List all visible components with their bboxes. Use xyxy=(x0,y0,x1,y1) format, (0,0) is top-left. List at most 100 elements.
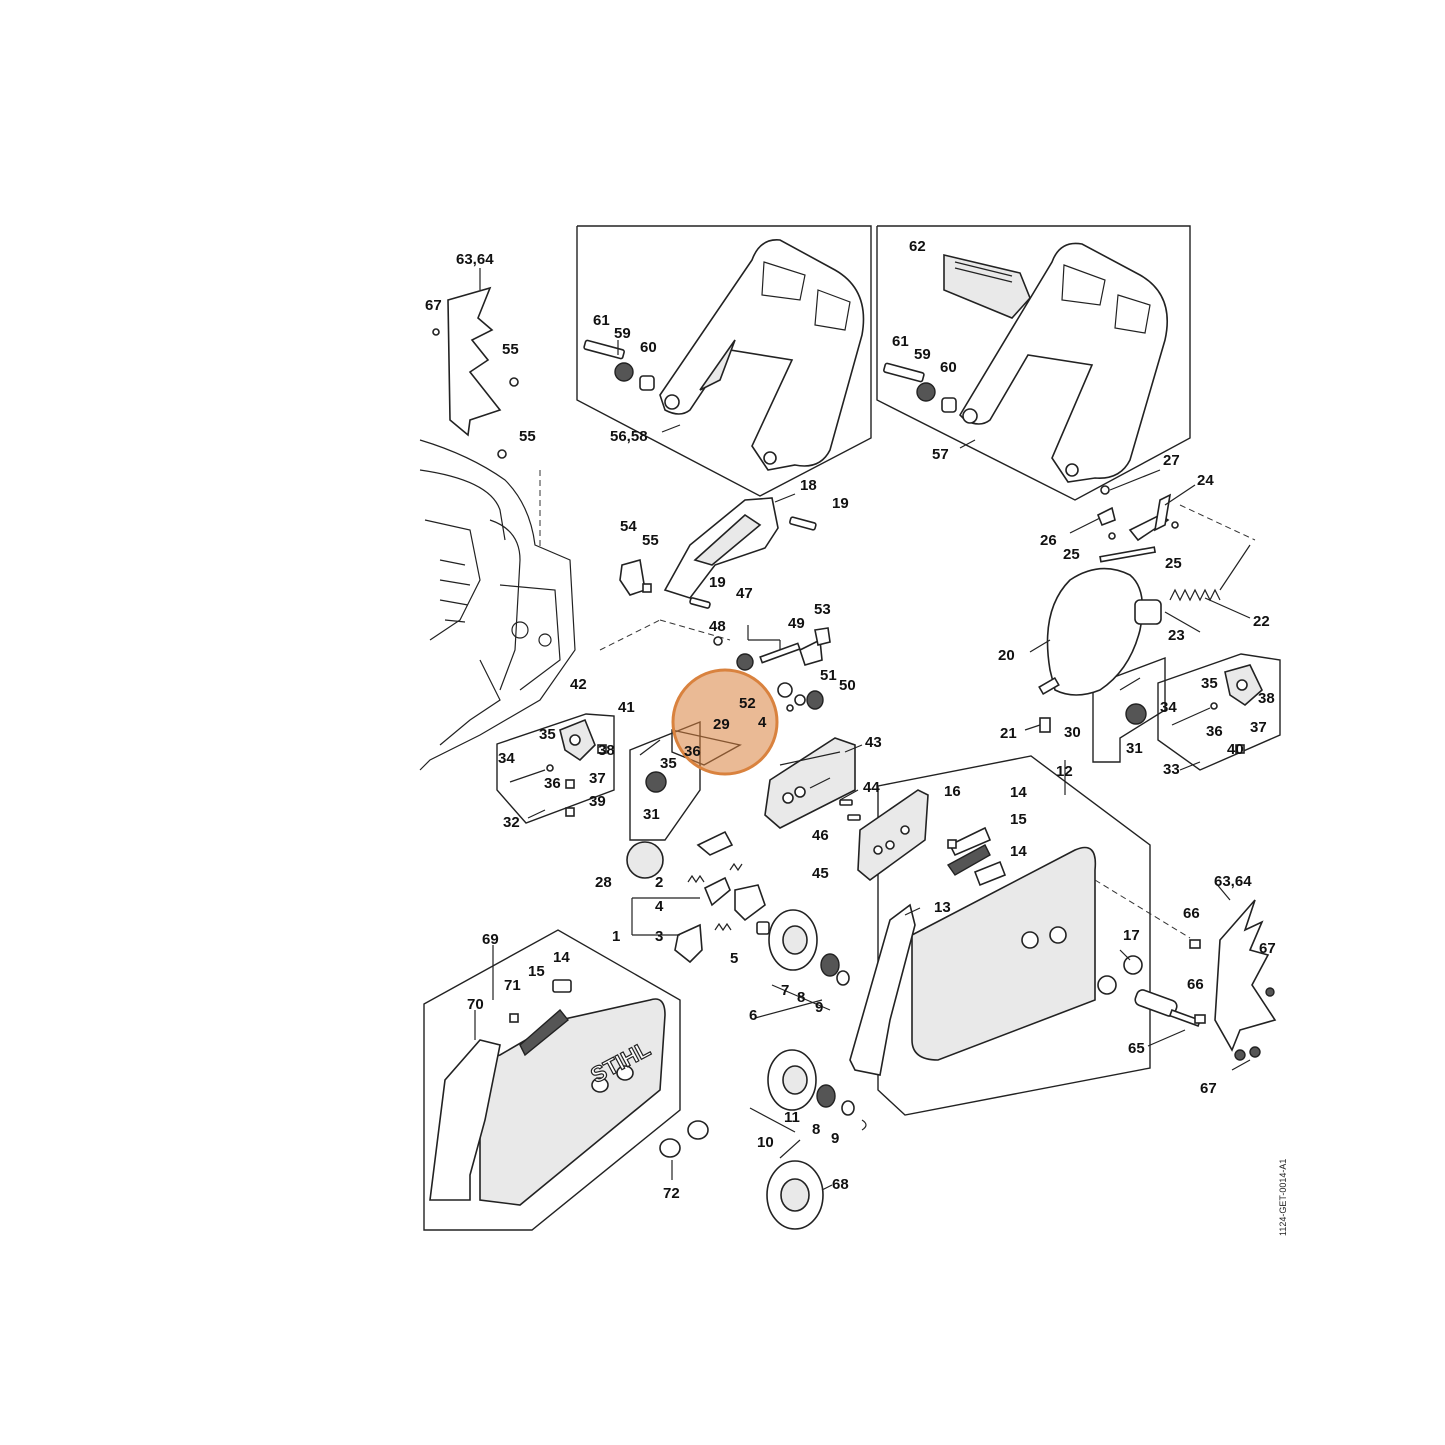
label-14: 14 xyxy=(1010,843,1027,860)
spring-22 xyxy=(1169,544,1251,602)
sprocket-68 xyxy=(766,1160,824,1230)
label-51: 51 xyxy=(820,667,837,684)
label-15: 15 xyxy=(1010,811,1027,828)
label-4: 4 xyxy=(655,898,664,915)
group-box-chain-tensioner xyxy=(496,713,615,824)
label-7: 7 xyxy=(781,982,789,999)
guide-plate-43 xyxy=(764,737,856,829)
label-42: 42 xyxy=(570,676,587,693)
label-5: 5 xyxy=(730,950,738,967)
label-67: 67 xyxy=(1200,1080,1217,1097)
label-72: 72 xyxy=(663,1185,680,1202)
oil-pump-31-a xyxy=(639,739,667,793)
label-46: 46 xyxy=(812,827,829,844)
sprocket-cover-69: STIHL xyxy=(429,979,666,1206)
group-box-sprocket-cover-alt xyxy=(423,929,681,1231)
label-39: 39 xyxy=(589,793,606,810)
label-28: 28 xyxy=(595,874,612,891)
label-36: 36 xyxy=(544,775,561,792)
group-box-handguard-with-brake xyxy=(876,225,1191,501)
label-71: 71 xyxy=(504,977,521,994)
label-59: 59 xyxy=(614,325,631,342)
label-49: 49 xyxy=(788,615,805,632)
label-55: 55 xyxy=(519,428,536,445)
label-50: 50 xyxy=(839,677,856,694)
label-17: 17 xyxy=(1123,927,1140,944)
label-66: 66 xyxy=(1187,976,1204,993)
label-10: 10 xyxy=(757,1134,774,1151)
label-4: 4 xyxy=(758,714,767,731)
label-26: 26 xyxy=(1040,532,1057,549)
label-38: 38 xyxy=(598,742,615,759)
label-25: 25 xyxy=(1165,555,1182,572)
label-45: 45 xyxy=(812,865,829,882)
label-1: 1 xyxy=(612,928,620,945)
label-32: 32 xyxy=(503,814,520,831)
label-18: 18 xyxy=(800,477,817,494)
label-37: 37 xyxy=(1250,719,1267,736)
label-47: 47 xyxy=(736,585,753,602)
spike-bumper-right xyxy=(1134,899,1277,1061)
rim-sprocket-6 xyxy=(754,909,850,1019)
bolt-61-a xyxy=(583,339,625,360)
label-24: 24 xyxy=(1197,472,1214,489)
drawing-code: 1124-GET-0014-A1 xyxy=(1278,1159,1288,1236)
label-54: 54 xyxy=(620,518,637,535)
label-9: 9 xyxy=(831,1130,839,1147)
label-13: 13 xyxy=(934,899,951,916)
label-27: 27 xyxy=(1163,452,1180,469)
part-54 xyxy=(619,558,652,596)
label-20: 20 xyxy=(998,647,1015,664)
label-19: 19 xyxy=(709,574,726,591)
label-56-58: 56,58 xyxy=(610,428,648,445)
label-30: 30 xyxy=(1064,724,1081,741)
sleeve-23 xyxy=(1134,599,1162,625)
sleeve-60-a xyxy=(639,375,655,391)
label-53: 53 xyxy=(814,601,831,618)
bushing-59-a xyxy=(614,362,634,382)
label-29: 29 xyxy=(713,716,730,733)
label-14: 14 xyxy=(553,949,570,966)
group-box-front-handguard xyxy=(576,225,872,497)
label-11: 11 xyxy=(784,1109,800,1126)
brake-cover-18 xyxy=(663,497,817,609)
label-37: 37 xyxy=(589,770,606,787)
sprocket-10 xyxy=(749,1049,867,1133)
label-62: 62 xyxy=(909,238,926,255)
label-68: 68 xyxy=(832,1176,849,1193)
label-41: 41 xyxy=(618,699,635,716)
label-67: 67 xyxy=(425,297,442,314)
label-34: 34 xyxy=(498,750,515,767)
engine-housing-sketch xyxy=(419,439,576,771)
label-6: 6 xyxy=(749,1007,757,1024)
label-48: 48 xyxy=(709,618,726,635)
label-31: 31 xyxy=(1126,740,1143,757)
bolt-61-b xyxy=(883,362,925,383)
label-55: 55 xyxy=(642,532,659,549)
label-60: 60 xyxy=(940,359,957,376)
label-44: 44 xyxy=(863,779,880,796)
center-small-parts xyxy=(713,625,831,712)
label-35: 35 xyxy=(539,726,556,743)
label-8: 8 xyxy=(812,1121,820,1138)
nuts-72 xyxy=(659,1120,709,1158)
label-9: 9 xyxy=(815,999,823,1016)
label-8: 8 xyxy=(797,989,805,1006)
label-21: 21 xyxy=(1000,725,1017,742)
label-35: 35 xyxy=(1201,675,1218,692)
parts-25-27 xyxy=(1096,485,1116,540)
label-63-64: 63,64 xyxy=(456,251,494,268)
oil-pump-31-b xyxy=(1119,677,1147,725)
label-12: 12 xyxy=(1056,763,1073,780)
label-2: 2 xyxy=(655,874,663,891)
sprocket-cover-12 xyxy=(849,826,1143,1076)
bushing-59-b xyxy=(916,382,936,402)
label-33: 33 xyxy=(1163,761,1180,778)
handguard-with-brake xyxy=(883,242,1169,483)
chain-tensioner-32 xyxy=(509,718,607,817)
label-22: 22 xyxy=(1253,613,1270,630)
spike-bumper-left xyxy=(432,286,519,459)
label-65: 65 xyxy=(1128,1040,1145,1057)
label-40: 40 xyxy=(1227,741,1244,758)
